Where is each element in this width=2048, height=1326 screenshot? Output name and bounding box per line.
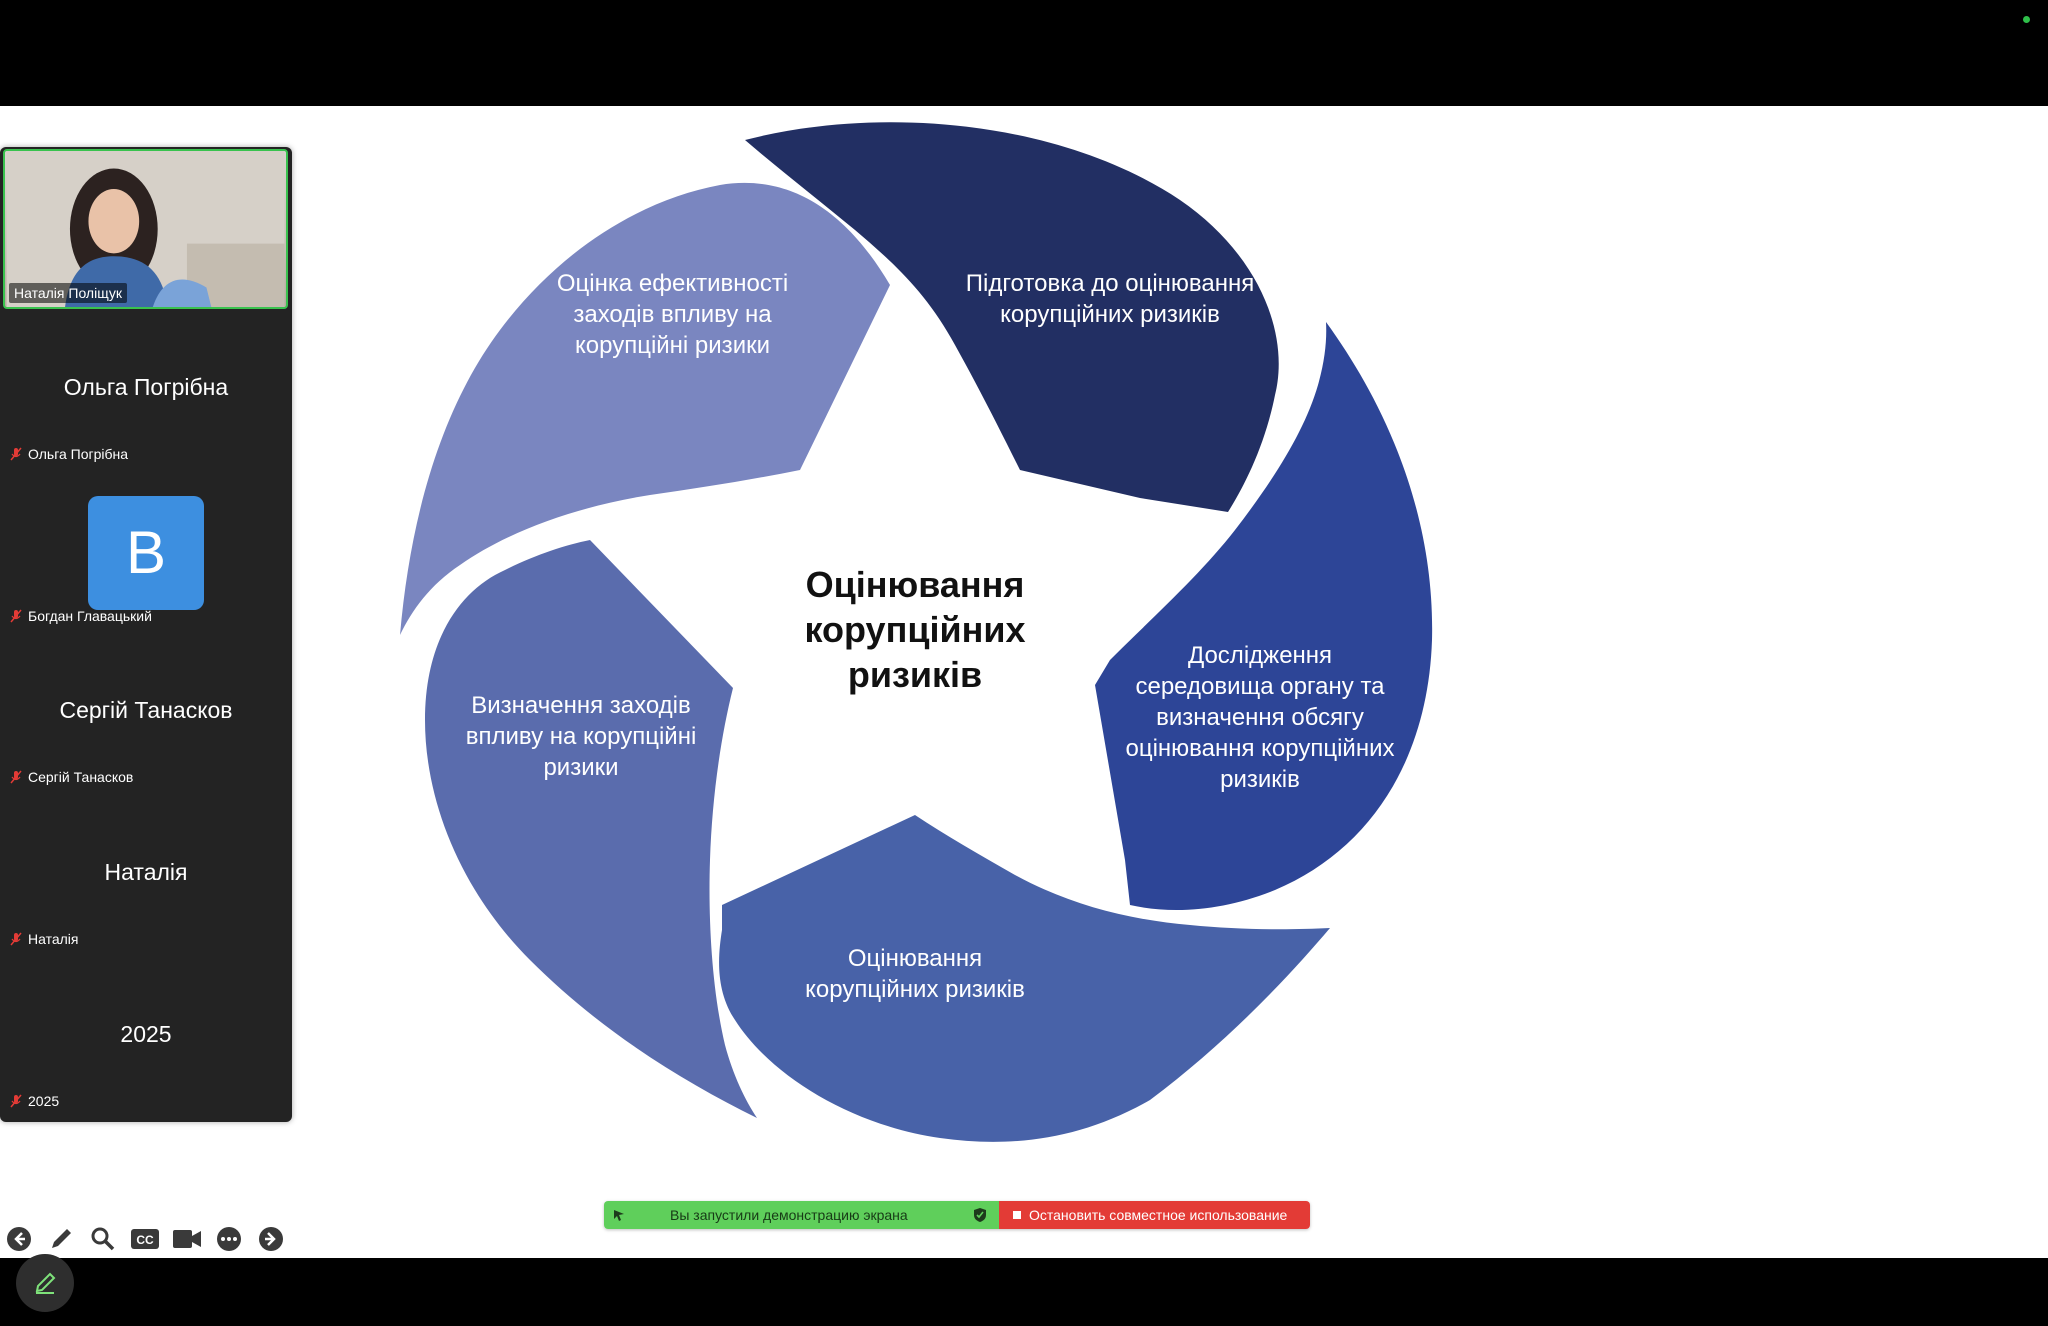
process-cycle-diagram xyxy=(400,122,1433,1142)
participant-display-name: Ольга Погрібна xyxy=(63,374,229,400)
annotation-toolbar: CC xyxy=(4,1224,286,1254)
participant-display-name: Сергій Танасков xyxy=(59,697,233,723)
segment-5-label: Оцінка ефективності заходів впливу на ко… xyxy=(556,270,789,359)
segment-5 xyxy=(400,182,890,635)
svg-text:CC: CC xyxy=(136,1233,154,1247)
participant-row[interactable]: 2025 xyxy=(10,1093,59,1109)
participant-display-name: 2025 xyxy=(120,1021,172,1047)
screen-share-bar: Вы запустили демонстрацию экрана Останов… xyxy=(604,1201,1310,1229)
closed-caption-icon[interactable]: CC xyxy=(130,1224,160,1254)
diagram-center-title: Оцінювання корупційних ризиків xyxy=(804,564,1026,695)
participant-video-image xyxy=(6,151,285,307)
shield-check-icon xyxy=(974,1208,986,1222)
pen-icon[interactable] xyxy=(46,1224,76,1254)
share-arrow-icon xyxy=(614,1210,624,1221)
status-dot xyxy=(2023,16,2030,23)
segment-4-label: Визначення заходів впливу на корупційні … xyxy=(465,692,697,781)
segment-2 xyxy=(1095,322,1433,910)
participant-video-tile[interactable]: Наталія Поліщук xyxy=(3,149,288,309)
segment-4 xyxy=(425,540,757,1118)
arrow-left-icon[interactable] xyxy=(4,1224,34,1254)
share-status-text: Вы запустили демонстрацию экрана xyxy=(670,1207,908,1223)
muted-mic-icon xyxy=(10,932,22,946)
muted-mic-icon xyxy=(10,609,22,623)
participant-row[interactable]: Наталія xyxy=(10,931,79,947)
participant-avatar[interactable]: B xyxy=(88,496,204,610)
participant-row[interactable]: Ольга Погрібна xyxy=(10,446,128,462)
participant-row[interactable]: Богдан Главацький xyxy=(10,608,152,624)
more-icon[interactable] xyxy=(214,1224,244,1254)
segment-2-label: Дослідження середовища органу та визначе… xyxy=(1125,642,1395,793)
arrow-right-icon[interactable] xyxy=(256,1224,286,1254)
muted-mic-icon xyxy=(10,447,22,461)
participants-panel[interactable]: Наталія Поліщук Ольга Погрібна Ольга Пог… xyxy=(0,147,292,1122)
participant-label: Богдан Главацький xyxy=(28,608,152,624)
participant-label: Наталія xyxy=(28,931,79,947)
stop-icon xyxy=(1013,1211,1021,1219)
segment-3 xyxy=(719,815,1330,1142)
video-camera-icon[interactable] xyxy=(172,1224,202,1254)
participant-display-name: Наталія xyxy=(104,859,188,885)
top-bar xyxy=(0,0,2048,106)
segment-1 xyxy=(745,122,1279,512)
muted-mic-icon xyxy=(10,1094,22,1108)
muted-mic-icon xyxy=(10,770,22,784)
participant-video-name: Наталія Поліщук xyxy=(9,283,128,303)
bottom-bar xyxy=(0,1258,2048,1326)
participant-label: Ольга Погрібна xyxy=(28,446,129,462)
segment-3-label: Оцінювання корупційних ризиків xyxy=(805,945,1025,1003)
search-icon[interactable] xyxy=(88,1224,118,1254)
stop-share-button[interactable]: Остановить совместное использование xyxy=(999,1201,1310,1229)
segment-1-label: Підготовка до оцінювання корупційних риз… xyxy=(965,270,1255,328)
participant-row[interactable]: Сергій Танасков xyxy=(10,769,133,785)
participant-label: 2025 xyxy=(28,1093,60,1109)
share-status: Вы запустили демонстрацию экрана xyxy=(604,1201,999,1229)
annotate-pencil-icon[interactable] xyxy=(16,1254,74,1312)
participant-label: Сергій Танасков xyxy=(28,769,134,785)
stop-share-label: Остановить совместное использование xyxy=(1029,1207,1288,1223)
